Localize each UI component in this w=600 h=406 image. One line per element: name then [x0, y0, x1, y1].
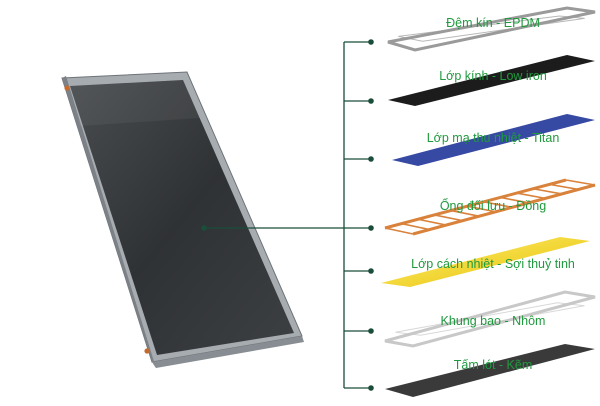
pipe-fitting-bottom: [144, 348, 150, 354]
bracket-dot-frame: [368, 328, 374, 334]
panel-frame-edge: [62, 76, 156, 368]
layer-pipes: [384, 178, 596, 236]
layer-backing: [385, 344, 595, 397]
layer-gasket: [387, 6, 596, 52]
layer-label-glass: Lớp kính - Low iron: [439, 69, 547, 83]
bracket-dot-pipes: [368, 225, 374, 231]
bracket-dot-gasket: [368, 39, 374, 45]
layer-glass: [388, 55, 595, 106]
panel-glass: [70, 80, 294, 355]
layer-frame: [384, 290, 596, 348]
panel-frame-bottom: [152, 336, 304, 368]
layer-label-pipes: Ống đối lưu - Đồng: [439, 199, 547, 213]
bracket-dot-absorber: [368, 156, 374, 162]
bracket-dot-insulation: [368, 268, 374, 274]
layer-label-absorber: Lớp mạ thu nhiệt - Titan: [426, 131, 560, 145]
layer-label-gasket: Đệm kín - EPDM: [446, 16, 540, 30]
layer-label-backing: Tấm lót - Kẽm: [453, 358, 533, 372]
bracket-dot-backing: [368, 385, 374, 391]
layer-label-insulation: Lớp cách nhiệt - Sợi thuỷ tinh: [411, 257, 575, 271]
layer-label-frame: Khung bao - Nhôm: [440, 314, 546, 328]
pipe-fitting-top: [64, 85, 70, 91]
layer-insulation: [381, 237, 590, 287]
connector-lines: [201, 39, 374, 391]
layer-absorber: [392, 114, 595, 166]
assembled-collector-panel: [61, 71, 304, 368]
panel-glass-sheen: [70, 80, 200, 126]
bracket-dot-glass: [368, 98, 374, 104]
